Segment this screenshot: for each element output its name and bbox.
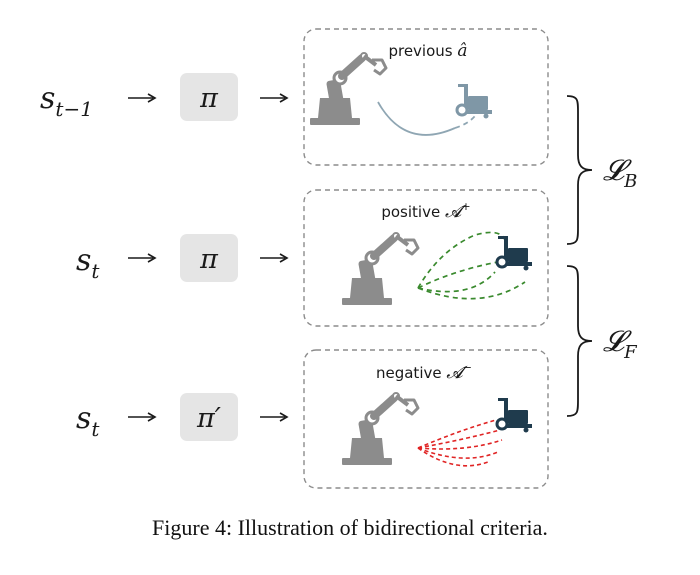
state-label-pos: st: [76, 243, 100, 283]
right-brace-icon: [566, 265, 593, 417]
right-brace-icon: [566, 95, 593, 245]
cart-target-icon: [455, 84, 492, 119]
right-arrow-icon: [260, 253, 289, 263]
previous-path-dashed: [454, 115, 476, 129]
panel-negative: [303, 349, 549, 489]
cart-target-icon: [495, 398, 532, 433]
right-arrow-icon: [260, 412, 289, 422]
policy-label-3: π′: [196, 403, 221, 434]
state-label-prev: st−1: [40, 81, 93, 121]
panel-previous: [303, 28, 549, 166]
previous-path: [377, 101, 456, 136]
policy-label-1: π: [199, 83, 219, 114]
robot-arm-icon: [310, 53, 386, 125]
panel-previous-label: previous â: [388, 41, 467, 61]
panel-positive-label: positive 𝓐+: [381, 200, 470, 222]
cart-target-icon: [495, 236, 532, 271]
right-arrow-icon: [128, 253, 157, 263]
policy-box-1: [180, 73, 238, 121]
right-arrow-icon: [128, 93, 157, 103]
negative-paths: [417, 419, 503, 467]
loss-label-b: 𝓛B: [603, 153, 637, 192]
right-arrow-icon: [128, 412, 157, 422]
positive-paths: [417, 231, 526, 300]
figure-caption: Figure 4: Illustration of bidirectional …: [152, 515, 548, 540]
right-arrow-icon: [260, 93, 289, 103]
loss-label-f: 𝓛F: [603, 324, 638, 363]
policy-box-2: [180, 234, 238, 282]
panel-positive: [303, 189, 549, 327]
panel-negative-label: negative 𝓐−: [376, 361, 472, 383]
policy-box-3: [180, 393, 238, 441]
robot-arm-icon: [342, 393, 418, 465]
state-label-neg: st: [76, 401, 100, 441]
robot-arm-icon: [342, 233, 418, 305]
policy-label-2: π: [199, 244, 219, 275]
